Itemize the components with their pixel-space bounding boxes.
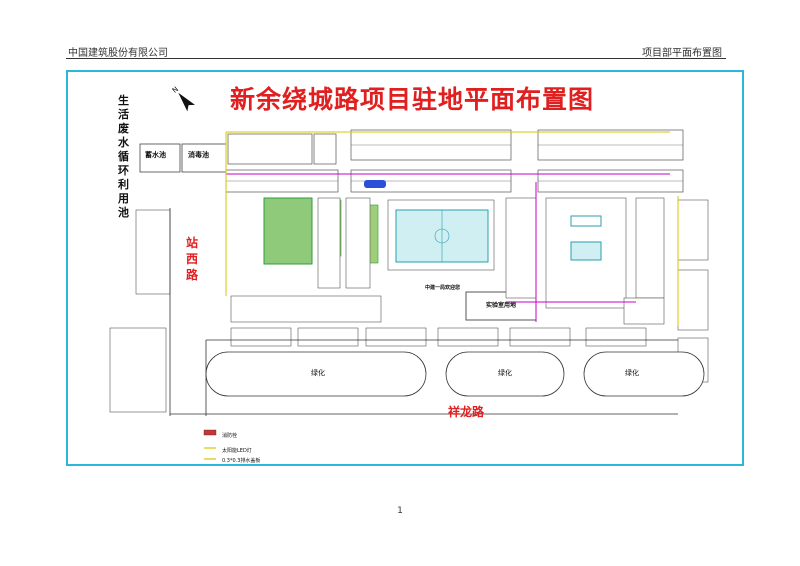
basketball-court (395, 209, 489, 263)
road-name-south: 祥龙路 (448, 405, 485, 419)
wastewater-pool-note: 生活废水循环利用池 (118, 94, 129, 219)
lighting-line (225, 131, 679, 326)
garden-block (263, 197, 313, 265)
disinfection-label: 消毒池 (188, 151, 209, 159)
north-arrow-icon: N (171, 85, 195, 112)
disinfection-pool (181, 143, 227, 173)
greening-strips (205, 351, 705, 397)
greening-label-3: 绿化 (625, 369, 639, 377)
vehicle-icon (364, 180, 386, 188)
site-plan-drawing: N (109, 85, 709, 460)
reservoir-label: 蓄水池 (145, 151, 166, 159)
legend-led-light: 太阳能LED灯 (222, 448, 252, 454)
legend-hydrant: 消防栓 (222, 433, 238, 439)
fence-lines (226, 173, 670, 322)
legend-drain-cover: 0.3*0.3排水盖板 (222, 458, 261, 464)
company-name: 中国建筑股份有限公司 (68, 48, 168, 59)
road-name-west: 站西路 (186, 236, 199, 282)
header-rule (66, 58, 726, 59)
top-dormitory-row (225, 129, 684, 193)
road-boundaries (169, 208, 678, 416)
plan-title: 新余绕城路项目驻地平面布置图 (230, 85, 595, 114)
greening-label-1: 绿化 (311, 369, 325, 377)
reservoir-pool (139, 143, 181, 173)
greening-label-2: 绿化 (498, 369, 512, 377)
lab-site-label: 实验室用地 (486, 302, 517, 309)
page-number: 1 (397, 506, 403, 516)
legend-symbols (203, 429, 217, 460)
document-title: 项目部平面布置图 (642, 48, 722, 59)
court-border (387, 199, 495, 271)
svg-text:N: N (171, 85, 180, 95)
court-note-label: 中建一局欢迎您 (425, 285, 461, 291)
